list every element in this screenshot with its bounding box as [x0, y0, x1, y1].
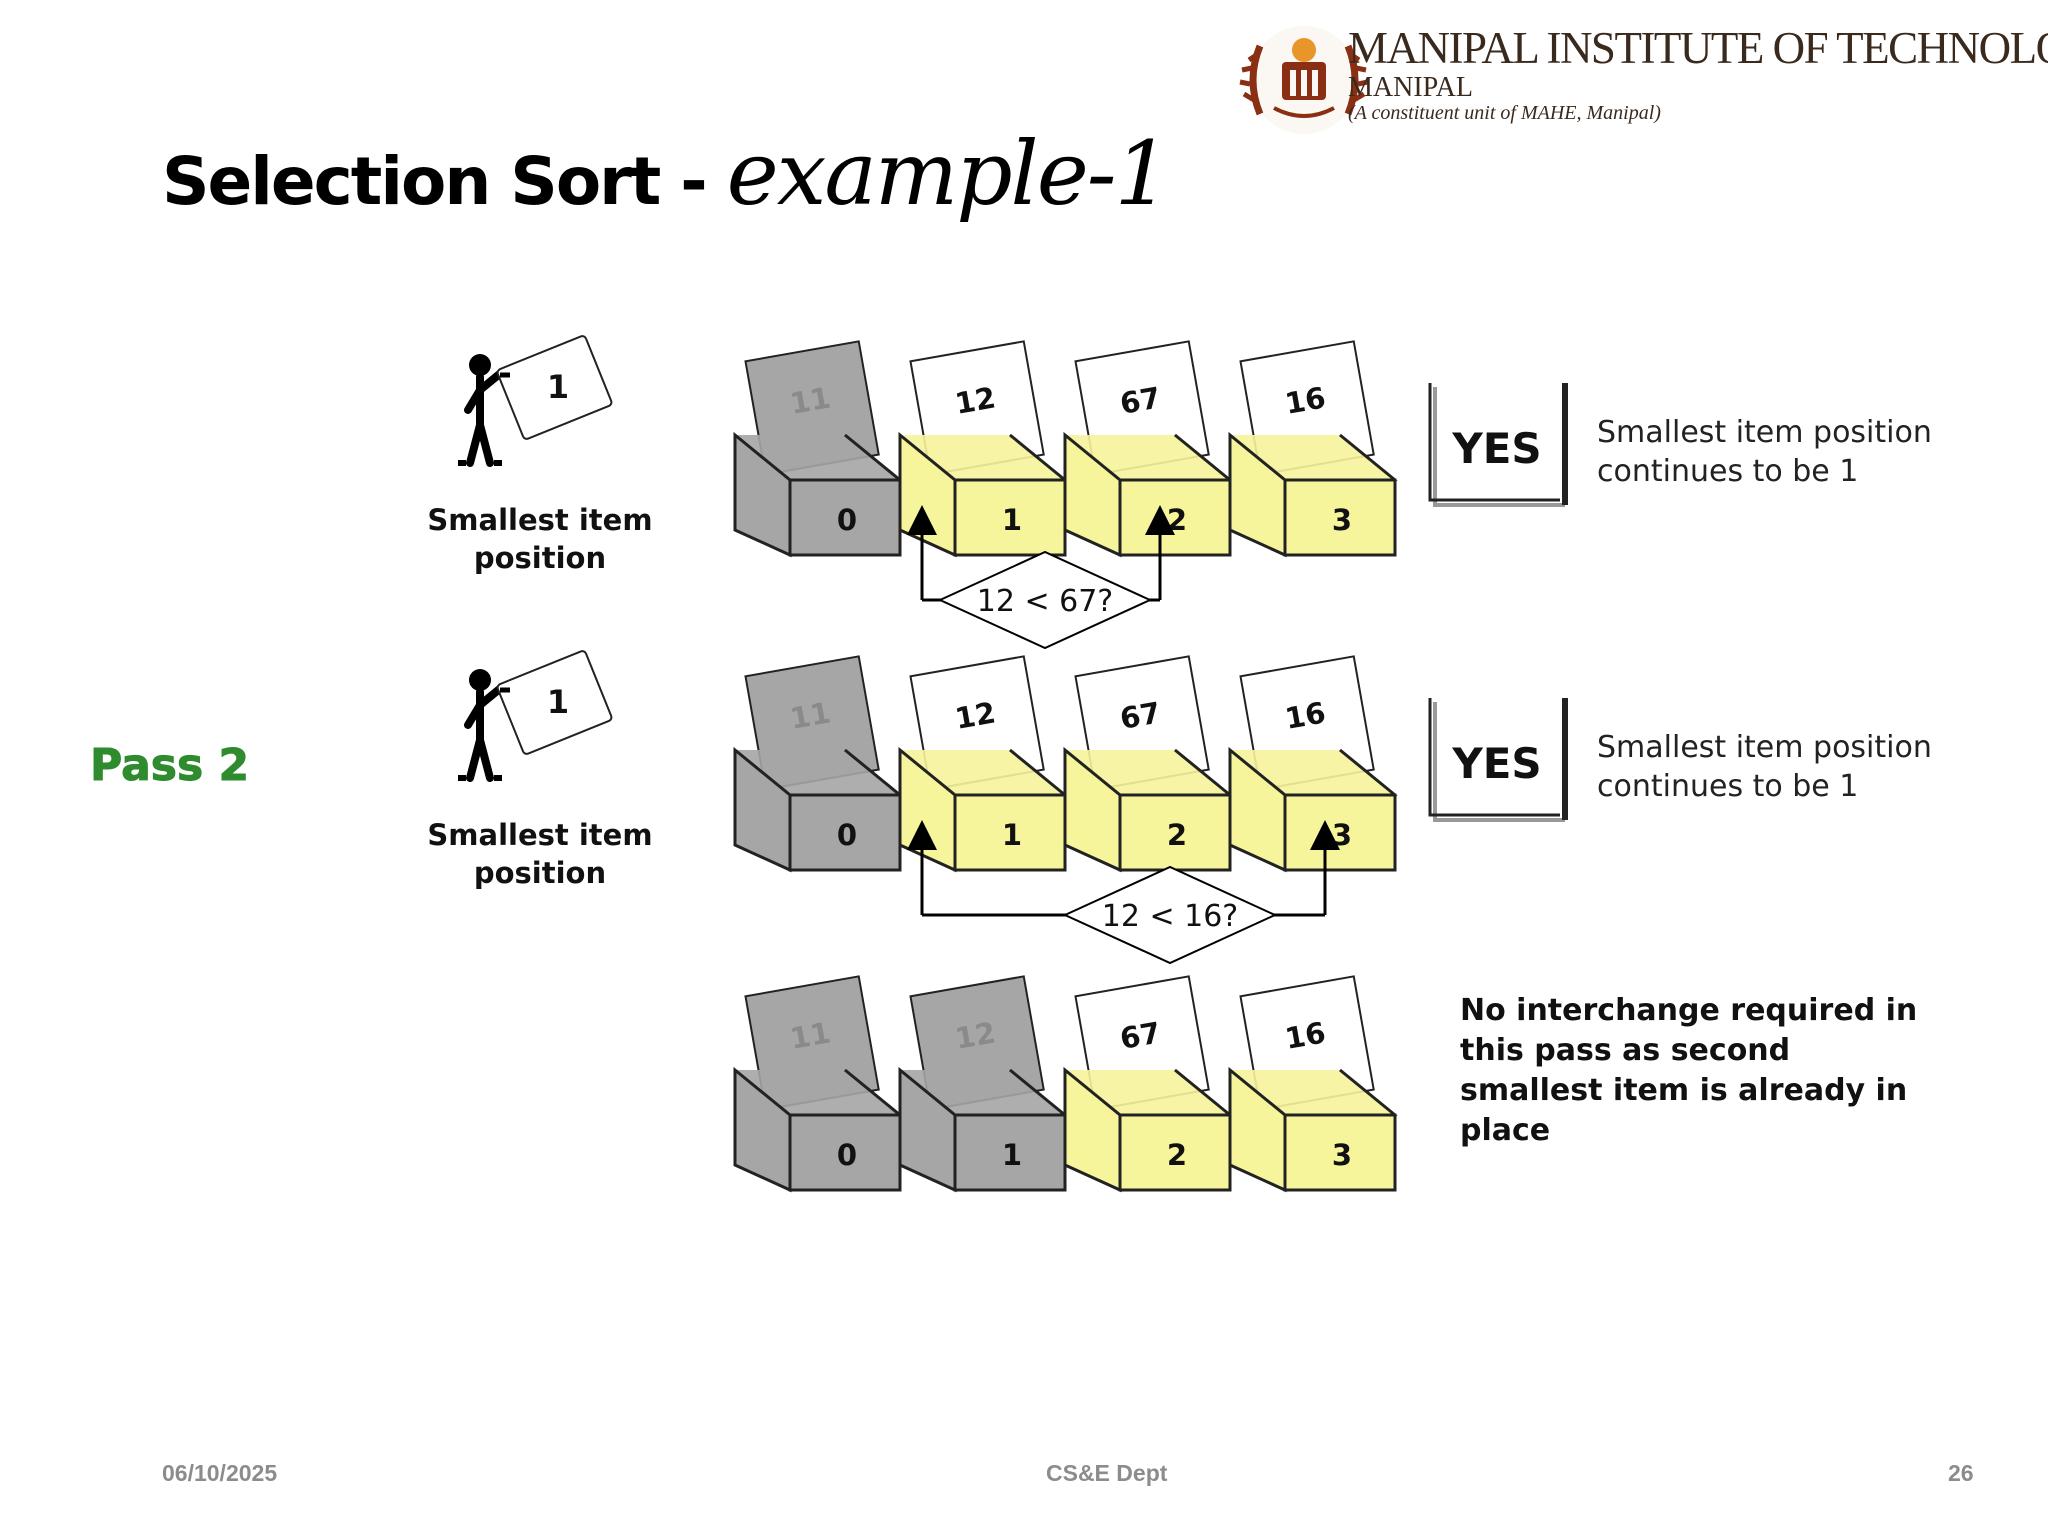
slide-title: Selection Sort - example-1 — [162, 122, 1171, 225]
array-box-0: 11 0 — [733, 975, 903, 1193]
comparison-label: 12 < 16? — [1102, 899, 1238, 934]
card-value: 16 — [1282, 1015, 1328, 1055]
box-index: 3 — [1332, 818, 1352, 852]
footer-page-number: 26 — [1948, 1460, 1974, 1486]
logo-seal-icon — [1239, 26, 1369, 134]
array-box-0: 11 0 — [733, 340, 903, 558]
array-box-3: 16 3 — [1228, 340, 1398, 558]
box-index: 1 — [1002, 1138, 1022, 1172]
box-index: 2 — [1167, 503, 1187, 537]
array-box-2: 67 2 — [1063, 655, 1233, 873]
card-value: 67 — [1117, 1015, 1163, 1055]
array-box-3: 16 3 — [1228, 975, 1398, 1193]
pointer-value: 1 — [547, 368, 569, 406]
box-index: 0 — [837, 1138, 857, 1172]
box-index: 1 — [1002, 503, 1022, 537]
box-index: 2 — [1167, 1138, 1187, 1172]
card-value: 12 — [952, 1015, 998, 1055]
card-value: 11 — [787, 695, 833, 735]
pointer-value: 1 — [547, 683, 569, 721]
array-box-1: 12 1 — [898, 975, 1068, 1193]
pass-label: Pass 2 — [90, 740, 249, 791]
array-box-0: 11 0 — [733, 655, 903, 873]
logo-subtitle: (A constituent unit of MAHE, Manipal) — [1348, 102, 1661, 124]
card-value: 12 — [952, 695, 998, 735]
note-line1: Smallest item position — [1597, 730, 1932, 765]
note-text-line: No interchange required in — [1460, 993, 1917, 1028]
pointer-caption-line1: Smallest item — [427, 503, 652, 537]
card-value: 11 — [787, 1015, 833, 1055]
yes-answer-box: YES — [1428, 698, 1568, 822]
card-value: 11 — [787, 380, 833, 420]
card-value: 12 — [952, 380, 998, 420]
card-value: 16 — [1282, 380, 1328, 420]
box-index: 2 — [1167, 818, 1187, 852]
comparison-connector: 12 < 16? — [907, 820, 1340, 965]
note-text-line: smallest item is already in — [1460, 1073, 1907, 1108]
box-index: 0 — [837, 503, 857, 537]
box-index: 3 — [1332, 503, 1352, 537]
pointer-caption-line2: position — [474, 856, 606, 890]
note-text-line: place — [1460, 1113, 1550, 1148]
box-index: 1 — [1002, 818, 1022, 852]
array-box-1: 12 1 — [898, 340, 1068, 558]
comparison-connector: 12 < 67? — [907, 505, 1175, 650]
comparison-label: 12 < 67? — [977, 584, 1113, 619]
title-main: Selection Sort - — [162, 143, 727, 220]
logo-city: MANIPAL — [1348, 72, 1473, 103]
pass-row-3: 11 0 12 1 67 2 16 3 No interchange required in th… — [733, 975, 1917, 1193]
note-line2: continues to be 1 — [1597, 454, 1858, 489]
pointer-caption-line2: position — [474, 541, 606, 575]
note-line1: Smallest item position — [1597, 415, 1932, 450]
card-value: 67 — [1117, 380, 1163, 420]
note-line2: continues to be 1 — [1597, 769, 1858, 804]
box-index: 3 — [1332, 1138, 1352, 1172]
card-value: 67 — [1117, 695, 1163, 735]
pointer-caption-line1: Smallest item — [427, 818, 652, 852]
card-value: 16 — [1282, 695, 1328, 735]
note-text-line: this pass as second — [1460, 1033, 1790, 1068]
footer-dept: CS&E Dept — [1046, 1460, 1168, 1486]
footer-date: 06/10/2025 — [162, 1460, 278, 1486]
answer-text: YES — [1451, 739, 1541, 788]
yes-answer-box: YES — [1428, 383, 1568, 507]
array-box-1: 12 1 — [898, 655, 1068, 873]
logo-title: MANIPAL INSTITUTE OF TECHNOLOGY — [1348, 23, 2048, 73]
institute-logo — [1239, 14, 2048, 144]
box-index: 0 — [837, 818, 857, 852]
title-example: example-1 — [726, 122, 1171, 225]
array-box-3: 16 3 — [1228, 655, 1398, 873]
array-box-2: 67 2 — [1063, 340, 1233, 558]
answer-text: YES — [1451, 424, 1541, 473]
array-box-2: 67 2 — [1063, 975, 1233, 1193]
